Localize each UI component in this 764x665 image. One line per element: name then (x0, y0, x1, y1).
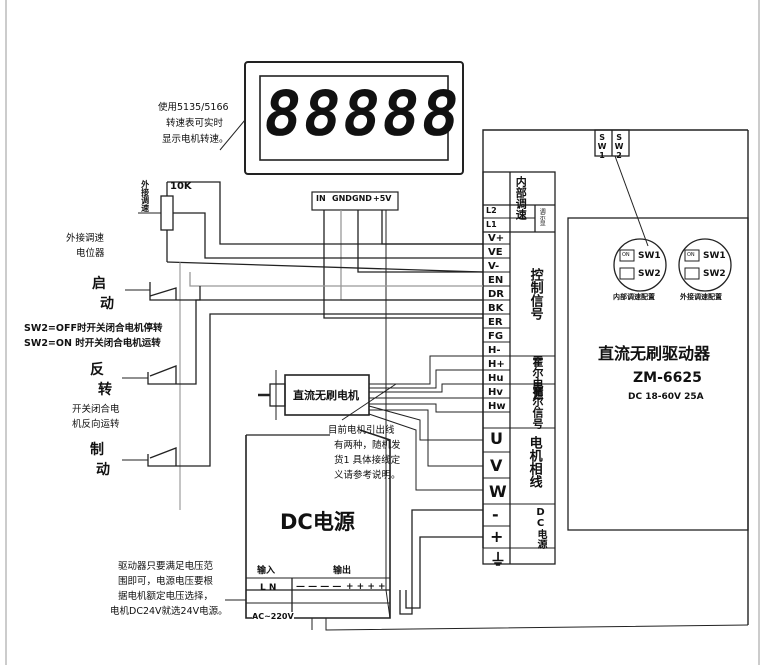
display-digits: 88888 (258, 77, 466, 150)
driver-switch-sw1: SW1 (597, 133, 607, 160)
tach-note-line1: 使用5135/5166 (158, 102, 229, 113)
sw2-note-on: SW2=ON 时开关闭合电机运转 (24, 338, 161, 349)
inner-config-caption: 内部调速配置 (613, 293, 655, 301)
switch-brake-label-2: 动 (96, 462, 110, 478)
display-terminal-in: IN (316, 194, 326, 203)
terminal-dc-minus: - (492, 505, 499, 524)
power-note-line3: 据电机额定电压选择， (118, 591, 214, 602)
terminal-l2: L2 (486, 206, 497, 215)
switch-start-label-1: 启 (92, 276, 106, 292)
display-terminal-gnd1: GND (332, 194, 352, 203)
power-input-pins: L N (260, 583, 277, 593)
inner-config-sw2: SW2 (638, 269, 661, 279)
display-terminal-5v: +5V (373, 194, 392, 203)
group-control-signal: 控制信号 (527, 268, 543, 320)
driver-title: 直流无刷驱动器 (598, 344, 711, 363)
terminal-ground-icon: ⏚ (490, 550, 507, 569)
power-output-plus: + + + + (346, 582, 386, 592)
terminal-v-plus: V+ (488, 233, 505, 244)
display-window (259, 75, 449, 161)
power-note-line2: 围即可，电源电压要根 (118, 576, 214, 587)
display-bezel (244, 61, 464, 175)
potentiometer-vertical-label: 外接调速 (140, 180, 150, 212)
tach-note-line2: 转速表可实时 (166, 118, 224, 129)
potentiometer-value: 10K (170, 181, 192, 192)
outer-config-sw2: SW2 (703, 269, 726, 279)
power-output-minus: — — — — (296, 582, 342, 592)
switch-reverse-label-1: 反 (90, 362, 104, 378)
terminal-er: ER (488, 317, 503, 328)
terminal-u: U (490, 429, 503, 448)
driver-panel (567, 217, 749, 531)
group-speed-display: 调示显 (538, 208, 546, 226)
driver-switch-sw2: SW2 (614, 133, 624, 160)
group-hall-power: 霍尔电源 (531, 356, 544, 400)
terminal-strip (482, 171, 556, 565)
display-terminal-box (311, 191, 399, 211)
motor-note-line1: 目前电机引出线 (328, 425, 395, 436)
group-motor-phase: 电机相线 (526, 436, 542, 488)
potentiometer-caption-line1: 外接调速 (66, 233, 105, 244)
motor-note-line4: 义请参考说明。 (334, 470, 401, 481)
power-output-label: 输出 (333, 566, 352, 576)
power-ac-label: AC~220V (252, 612, 294, 622)
terminal-h-plus: H+ (488, 359, 505, 370)
power-input-label: 输入 (257, 566, 276, 576)
outer-config-circle (678, 238, 732, 292)
motor-label: 直流无刷电机 (293, 389, 359, 402)
terminal-hw: Hw (488, 401, 506, 412)
terminal-l1: L1 (486, 220, 497, 229)
driver-model: ZM-6625 (633, 370, 702, 386)
sw2-note-off: SW2=OFF时开关闭合电机停转 (24, 323, 163, 334)
potentiometer-body (160, 195, 174, 231)
terminal-w: W (489, 482, 507, 501)
terminal-fg: FG (488, 331, 504, 342)
terminal-dr: DR (488, 289, 505, 300)
inner-config-on-1: ON (622, 252, 630, 258)
terminal-en: EN (488, 275, 504, 286)
terminal-bk: BK (488, 303, 504, 314)
power-title: DC电源 (280, 510, 355, 534)
motor-note-line3: 货1 具体接线定 (334, 455, 401, 466)
outer-config-sw1: SW1 (703, 251, 726, 261)
display-terminal-gnd2: GND (352, 194, 372, 203)
tach-note-line3: 显示电机转速。 (162, 134, 229, 145)
group-internal-speed: 内部调速 (514, 176, 528, 220)
driver-rating: DC 18-60V 25A (628, 392, 704, 402)
terminal-dc-plus: + (490, 527, 504, 546)
terminal-v: V (490, 456, 503, 475)
motor-note-line2: 有两种，随机发 (334, 440, 401, 451)
reverse-note-line2: 机反向运转 (72, 419, 120, 430)
power-supply-body (245, 429, 391, 619)
switch-brake-label-1: 制 (90, 442, 104, 458)
potentiometer-caption-line2: 电位器 (76, 248, 105, 259)
group-dc-power: DC电源 (535, 507, 546, 549)
terminal-hv: Hv (488, 387, 503, 398)
terminal-v-minus: V- (488, 261, 500, 272)
terminal-h-minus: H- (488, 345, 501, 356)
reverse-note-line1: 开关闭合电 (72, 404, 120, 415)
outer-config-caption: 外接调速配置 (680, 293, 722, 301)
inner-config-sw1: SW1 (638, 251, 661, 261)
group-hall-signal: 霍尔信号 (531, 385, 544, 429)
power-note-line4: 电机DC24V就选24V电源。 (110, 606, 228, 617)
terminal-hu: Hu (488, 373, 504, 384)
power-note-line1: 驱动器只要满足电压范 (118, 561, 214, 572)
switch-start-label-2: 动 (100, 296, 114, 312)
switch-reverse-label-2: 转 (98, 382, 112, 398)
terminal-ve: VE (488, 247, 503, 258)
outer-config-on-1: ON (687, 252, 695, 258)
inner-config-circle (613, 238, 667, 292)
